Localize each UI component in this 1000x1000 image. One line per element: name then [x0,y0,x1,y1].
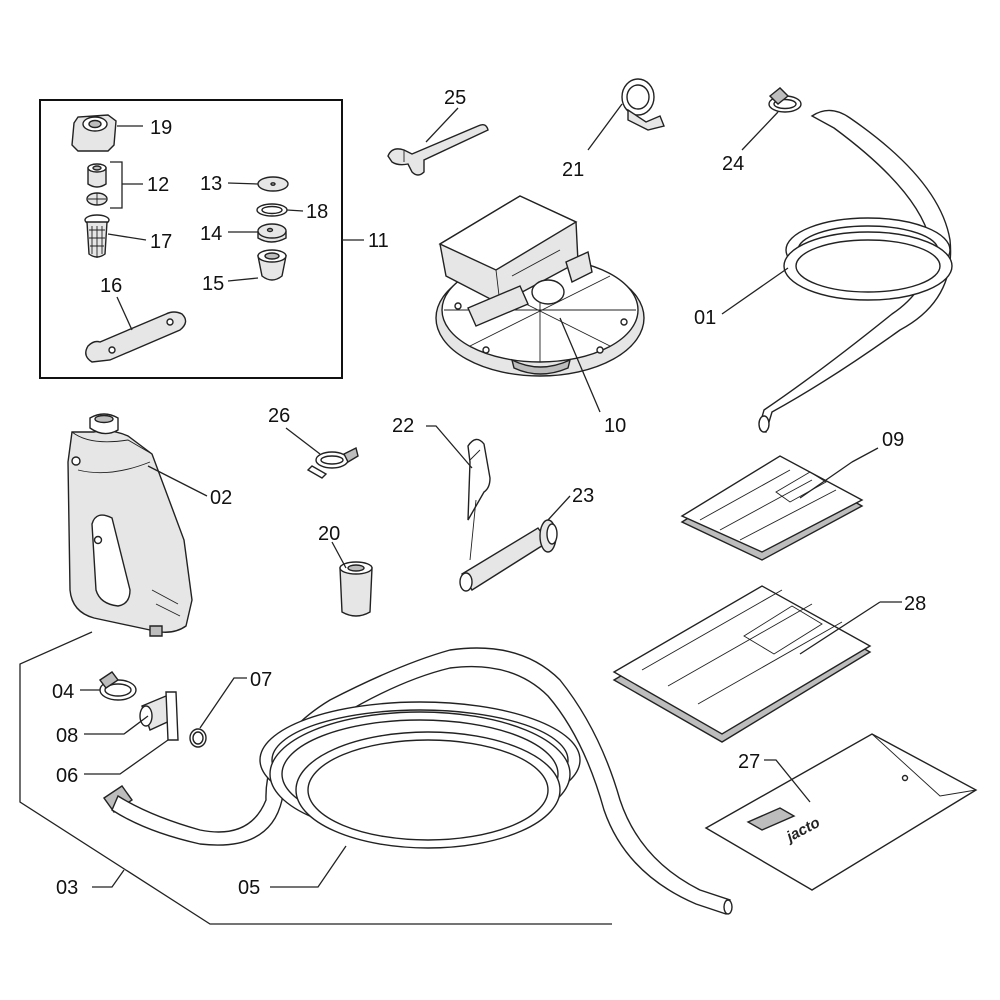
label-04: 04 [52,681,74,703]
leader-22 [426,425,473,469]
part-09-manual [680,455,864,561]
leader-26 [285,427,321,455]
leader-05 [270,845,347,888]
leader-23 [547,495,571,521]
leader-25 [425,107,459,143]
part-28-manual [612,585,872,743]
leader-13 [227,182,259,185]
leader-06 [84,739,169,775]
part-01-coiled-hose [758,109,953,433]
leader-24 [741,111,779,151]
part-27-bag [704,733,978,891]
brand-logo-mark [746,807,796,831]
label-09: 09 [882,429,904,451]
leader-28 [799,601,902,655]
label-08: 08 [56,725,78,747]
part-24-clamp [768,87,802,113]
label-15: 15 [202,273,224,295]
label-06: 06 [56,765,78,787]
label-19: 19 [150,117,172,139]
leader-12 [110,161,143,209]
label-17: 17 [150,231,172,253]
label-21: 21 [562,159,584,181]
part-07-o-ring [189,728,207,748]
part-22-cotter-pin [467,438,491,561]
label-01: 01 [694,307,716,329]
label-18: 18 [306,201,328,223]
leader-20 [331,541,347,569]
leader-09 [799,447,879,499]
part-18-washer [256,203,288,217]
part-12-nozzle [86,163,108,206]
part-16-wrench [85,311,187,363]
leader-10 [559,317,601,413]
part-21-clamp [621,78,665,131]
part-19-nut [71,114,117,152]
label-11: 11 [368,230,389,252]
leader-17 [107,233,147,241]
label-24: 24 [722,153,744,175]
label-22: 22 [392,415,414,437]
leader-15 [227,277,259,282]
leader-18 [286,209,304,212]
part-25-wrench [387,123,489,176]
part-14-disc [257,223,287,243]
leader-08 [84,715,149,735]
label-25: 25 [444,87,466,109]
leader-03 [92,869,125,888]
part-08-fitting [139,691,179,741]
label-26: 26 [268,405,290,427]
part-15-cap [257,249,287,281]
part-26-clip [306,446,359,479]
label-05: 05 [238,877,260,899]
label-20: 20 [318,523,340,545]
assembly-03-bracket [19,631,612,925]
leader-21 [587,103,623,151]
label-07: 07 [250,669,272,691]
label-02: 02 [210,487,232,509]
part-13-disc [257,176,289,192]
label-27: 27 [738,751,760,773]
part-02-tank [67,413,193,637]
label-23: 23 [572,485,594,507]
leader-01 [721,267,789,315]
label-16: 16 [100,275,122,297]
leader-16 [116,296,133,331]
part-23-pin [459,519,558,592]
part-05-hose [103,647,733,915]
label-13: 13 [200,173,222,195]
part-04-hose-clamp [98,671,137,701]
part-17-filter [84,214,110,258]
label-14: 14 [200,223,222,245]
label-03: 03 [56,877,78,899]
leader-02 [147,465,208,497]
part-20-sleeve [339,561,373,617]
leader-27 [764,759,811,803]
part-10-pump-valve [435,195,645,377]
label-28: 28 [904,593,926,615]
label-10: 10 [604,415,626,437]
leader-07 [199,677,247,729]
label-12: 12 [147,174,169,196]
kit-box-frame [39,99,343,379]
